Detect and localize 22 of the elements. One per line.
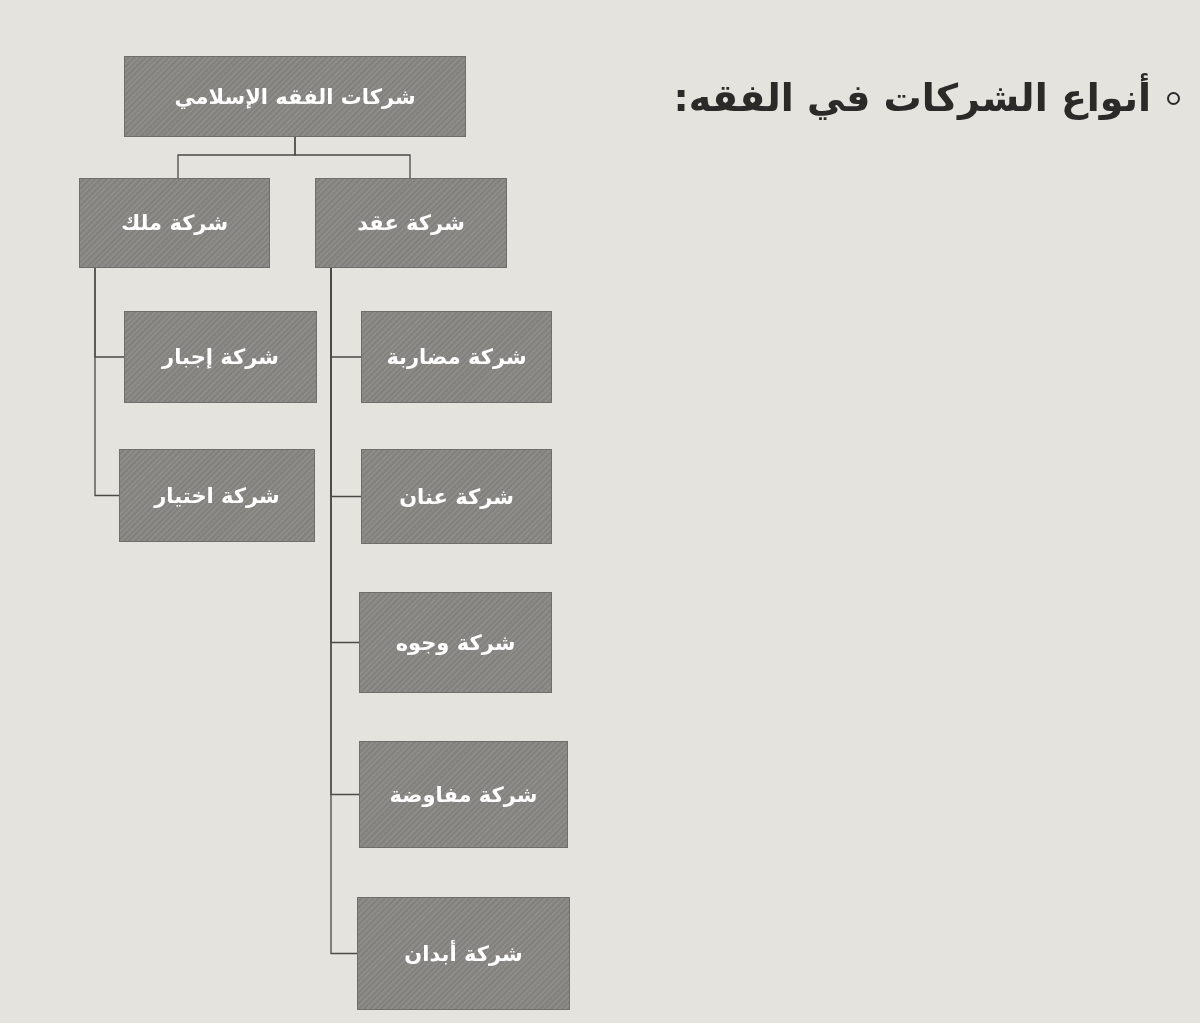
category-box xyxy=(315,178,507,268)
box-label: شركة ملك xyxy=(120,211,229,235)
category-box xyxy=(124,56,466,137)
connector-line xyxy=(294,136,411,179)
category-box xyxy=(359,592,552,693)
box-label: شركة اختيار xyxy=(154,483,280,508)
box-label: شركة إجبار xyxy=(162,345,279,369)
box-label: شركة عنان xyxy=(399,484,514,509)
box-label: شركة أبدان xyxy=(404,941,523,966)
category-box xyxy=(79,178,270,268)
category-box xyxy=(124,311,317,403)
box-label: شركة مفاوضة xyxy=(389,782,538,807)
box-label: شركة عقد xyxy=(357,211,465,235)
category-box xyxy=(357,897,570,1010)
box-label: شركة مضاربة xyxy=(386,345,527,369)
category-box xyxy=(361,311,552,403)
category-box xyxy=(359,741,568,848)
category-box xyxy=(119,449,315,542)
box-label: شركات الفقه الإسلامي xyxy=(174,84,416,109)
category-box xyxy=(361,449,552,544)
box-label: شركة وجوه xyxy=(395,630,516,655)
connector-line xyxy=(94,267,120,497)
